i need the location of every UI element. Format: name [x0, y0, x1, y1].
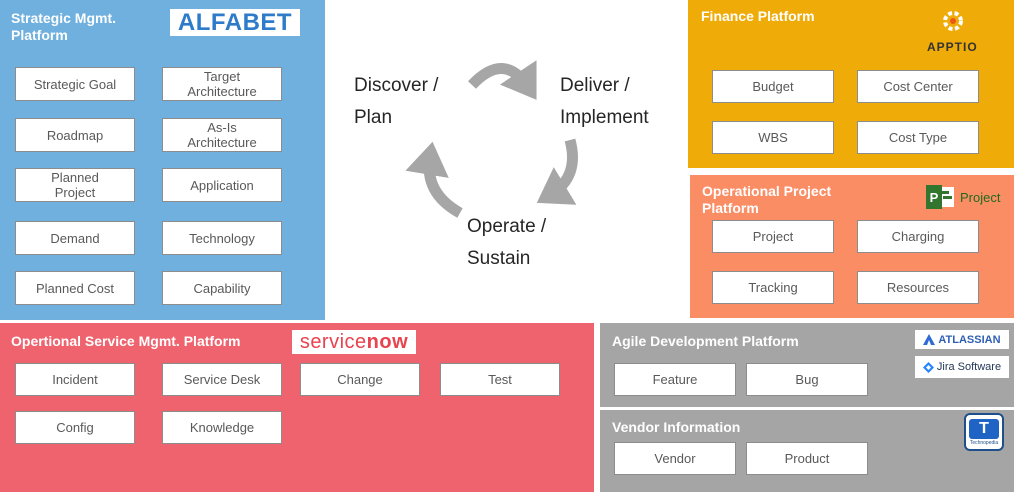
box-label-2: Architecture: [187, 135, 257, 150]
alfabet-logo-text: ALFABET: [177, 8, 293, 36]
box-label: Capability: [193, 280, 251, 296]
box-label: Strategic Goal: [33, 76, 117, 92]
cycle-arrow-icon: [467, 60, 537, 100]
cost-type-box: Cost Type: [857, 121, 979, 154]
box-label-2: Architecture: [187, 84, 257, 99]
incident-box: Incident: [15, 363, 135, 396]
service-mgmt-title: Opertional Service Mgmt. Platform: [11, 333, 241, 349]
discover-plan-label: Discover / Plan: [354, 70, 438, 134]
demand-box: Demand: [15, 221, 135, 255]
application-box: Application: [162, 168, 282, 202]
apptio-logo-icon: [943, 11, 963, 31]
config-box: Config: [15, 411, 135, 444]
box-label-2: Project: [54, 185, 96, 200]
change-box: Change: [300, 363, 420, 396]
atlassian-logo-text: ATLASSIAN: [938, 333, 1001, 346]
agile-platform-title: Agile Development Platform: [612, 333, 799, 349]
discover-line1: Discover /: [354, 75, 439, 96]
atlassian-logo: ATLASSIAN: [915, 330, 1009, 349]
box-label: Roadmap: [46, 127, 104, 143]
tracking-box: Tracking: [712, 271, 834, 304]
box-label: Demand: [50, 230, 100, 246]
service-mgmt-panel: Opertional Service Mgmt. Platform servic…: [0, 323, 594, 492]
technopedia-icon: T Technopedia: [964, 413, 1004, 451]
ms-project-logo-text: Project: [960, 189, 1001, 205]
box-label: Target: [203, 69, 241, 84]
capability-box: Capability: [162, 271, 282, 305]
discover-line2: Plan: [354, 107, 393, 128]
box-label: As-Is: [207, 120, 237, 135]
charging-box: Charging: [857, 220, 979, 253]
box-label: Application: [190, 177, 254, 193]
vendor-info-title: Vendor Information: [612, 419, 741, 435]
finance-platform-panel: Finance Platform APPTIO Budget Cost Cent…: [688, 0, 1014, 168]
strategic-title-line2: Platform: [11, 27, 68, 43]
deliver-line2: Implement: [560, 107, 649, 128]
technology-box: Technology: [162, 221, 282, 255]
cost-center-box: Cost Center: [857, 70, 979, 103]
bug-box: Bug: [746, 363, 868, 396]
operational-project-panel: Operational Project Platform P Project P…: [690, 175, 1014, 318]
cycle-arrows: [405, 60, 578, 218]
jira-icon: [922, 361, 934, 373]
operate-line1: Operate /: [467, 216, 547, 237]
opproject-title-line1: Operational Project: [702, 183, 832, 199]
box-label: Planned: [51, 170, 99, 185]
ms-project-icon: P: [926, 185, 954, 209]
agile-platform-panel: Agile Development Platform ATLASSIAN Jir…: [600, 323, 1014, 407]
operate-sustain-label: Operate / Sustain: [467, 211, 546, 275]
alfabet-logo: ALFABET: [170, 9, 300, 36]
operate-line2: Sustain: [467, 248, 531, 269]
service-desk-box: Service Desk: [162, 363, 282, 396]
product-box: Product: [746, 442, 868, 475]
strategic-goal-box: Strategic Goal: [15, 67, 135, 101]
box-label: Planned Cost: [35, 280, 115, 296]
apptio-logo-text: APPTIO: [927, 40, 978, 54]
jira-logo-text: Jira Software: [936, 361, 1002, 373]
servicenow-logo-part1: service: [299, 330, 367, 353]
roadmap-box: Roadmap: [15, 118, 135, 152]
operational-project-title: Operational Project Platform: [702, 183, 831, 217]
box-label: Technology: [189, 230, 255, 246]
servicenow-logo-part2: now: [366, 330, 409, 353]
feature-box: Feature: [614, 363, 736, 396]
deliver-implement-label: Deliver / Implement: [560, 70, 649, 134]
finance-platform-title: Finance Platform: [701, 8, 815, 24]
strategic-title-line1: Strategic Mgmt.: [11, 10, 117, 26]
test-box: Test: [440, 363, 560, 396]
technopedia-logo-text: Technopedia: [969, 439, 999, 446]
cycle-arrow-icon: [536, 138, 578, 205]
atlassian-icon: [923, 334, 936, 345]
vendor-box: Vendor: [614, 442, 736, 475]
wbs-box: WBS: [712, 121, 834, 154]
technopedia-logo-letter: T: [969, 418, 999, 439]
deliver-line1: Deliver /: [560, 75, 630, 96]
budget-box: Budget: [712, 70, 834, 103]
strategic-platform-title: Strategic Mgmt. Platform: [11, 10, 116, 44]
jira-logo: Jira Software: [915, 356, 1009, 378]
vendor-info-panel: Vendor Information T Technopedia Vendor …: [600, 410, 1014, 492]
knowledge-box: Knowledge: [162, 411, 282, 444]
cycle-arrow-icon: [405, 141, 463, 218]
project-box: Project: [712, 220, 834, 253]
svg-text:P: P: [930, 190, 939, 205]
resources-box: Resources: [857, 271, 979, 304]
ms-project-logo: P Project: [926, 185, 1000, 209]
strategic-platform-panel: Strategic Mgmt. Platform ALFABET Strateg…: [0, 0, 325, 320]
planned-cost-box: Planned Cost: [15, 271, 135, 305]
opproject-title-line2: Platform: [702, 200, 759, 216]
